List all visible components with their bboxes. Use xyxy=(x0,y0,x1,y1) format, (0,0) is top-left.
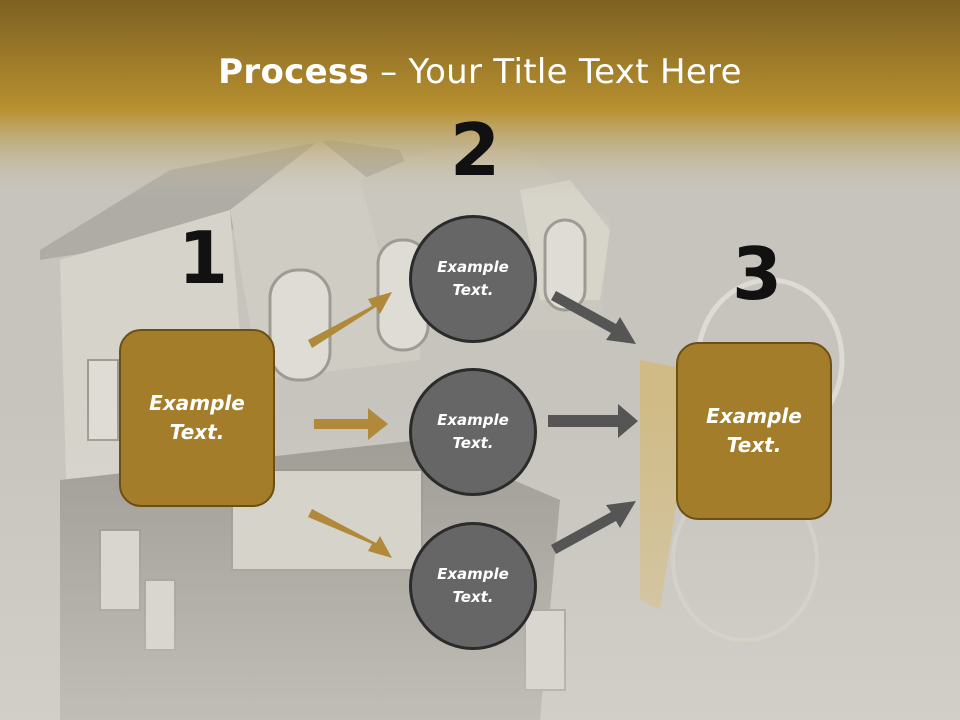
gold-arrow-up xyxy=(308,292,392,348)
title-rest: – Your Title Text Here xyxy=(369,52,742,92)
circle-top-line2: Text. xyxy=(452,281,494,299)
gold-arrow-middle xyxy=(314,408,388,440)
left-box-line1: Example xyxy=(149,391,245,415)
circle-middle-line1: Example xyxy=(437,411,509,429)
step-number-2: 2 xyxy=(450,108,501,192)
gold-arrow-down xyxy=(308,509,392,558)
gray-arrow-middle xyxy=(548,404,638,438)
circle-top-line1: Example xyxy=(437,258,509,276)
slide-title: Process – Your Title Text Here xyxy=(0,52,960,92)
circle-bottom-line2: Text. xyxy=(452,588,494,606)
circle-bottom-line1: Example xyxy=(437,565,509,583)
gray-arrow-top xyxy=(551,291,636,344)
right-box-line2: Text. xyxy=(726,433,782,457)
left-box-line2: Text. xyxy=(169,420,225,444)
step-number-1: 1 xyxy=(178,216,229,300)
gray-arrow-bottom xyxy=(551,501,636,554)
right-box-line1: Example xyxy=(706,404,802,428)
step-number-3: 3 xyxy=(732,232,783,316)
circle-middle-line2: Text. xyxy=(452,434,494,452)
title-bold: Process xyxy=(218,52,370,92)
